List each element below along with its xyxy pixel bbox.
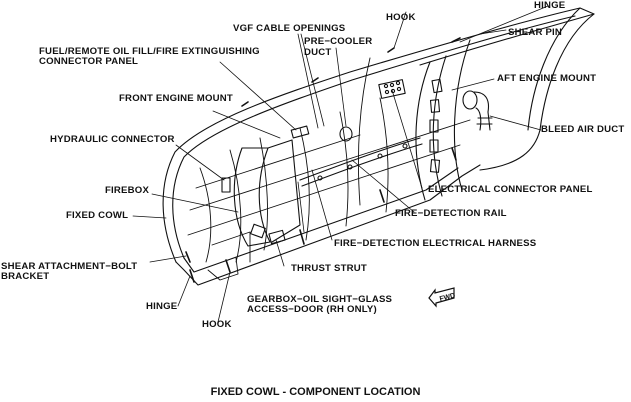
label-thrust-strut: THRUST STRUT [291,263,367,274]
leader-lines [132,5,549,323]
label-fire-detection-harness: FIRE−DETECTION ELECTRICAL HARNESS [334,238,537,249]
label-firebox: FIREBOX [105,185,150,196]
fire-detection-rail [299,137,423,187]
label-fuel-panel-line2: CONNECTOR PANEL [39,56,139,67]
label-bleed-air-duct: BLEED AIR DUCT [541,124,625,135]
figure-caption: FIXED COWL - COMPONENT LOCATION [210,386,421,398]
label-hinge-bottom: HINGE [146,301,178,312]
label-hook-bottom: HOOK [202,319,232,330]
label-hydraulic-connector: HYDRAULIC CONNECTOR [50,134,175,145]
label-pre-cooler-duct-line1: PRE−COOLER [304,36,373,47]
label-shear-pin: SHEAR PIN [508,27,563,38]
pre-cooler-duct [339,126,353,142]
bottom-hooks [185,147,457,283]
label-aft-engine-mount: AFT ENGINE MOUNT [497,73,597,84]
fuel-connector-panel [290,125,310,139]
label-shear-bolt-bracket-line1: SHEAR ATTACHMENT−BOLT [1,261,138,272]
label-hook-top: HOOK [386,12,416,23]
label-front-engine-mount: FRONT ENGINE MOUNT [119,93,233,104]
label-gearbox-door-line1: GEARBOX−OIL SIGHT−GLASS [247,294,393,305]
fwd-arrow-text: FWD [439,292,456,303]
label-hinge-top: HINGE [534,0,566,11]
label-fuel-panel-line1: FUEL/REMOTE OIL FILL/FIRE EXTINGUISHING [39,46,260,57]
label-shear-bolt-bracket-line2: BRACKET [1,271,50,282]
hydraulic-connector [221,177,231,193]
label-electrical-connector-panel: ELECTRICAL CONNECTOR PANEL [428,184,593,195]
label-vgf-cable-openings: VGF CABLE OPENINGS [233,23,346,34]
label-fixed-cowl: FIXED COWL [66,210,129,221]
label-gearbox-door-line2: ACCESS−DOOR (RH ONLY) [247,304,377,315]
label-pre-cooler-duct-line2: DUCT [304,47,332,58]
gearbox-door [268,229,286,245]
label-fire-detection-rail: FIRE−DETECTION RAIL [395,208,507,219]
bleed-air-duct [462,90,493,131]
firebox [233,139,301,247]
fwd-arrow-icon: FWD [428,287,456,308]
electrical-connector-panel [378,79,406,99]
